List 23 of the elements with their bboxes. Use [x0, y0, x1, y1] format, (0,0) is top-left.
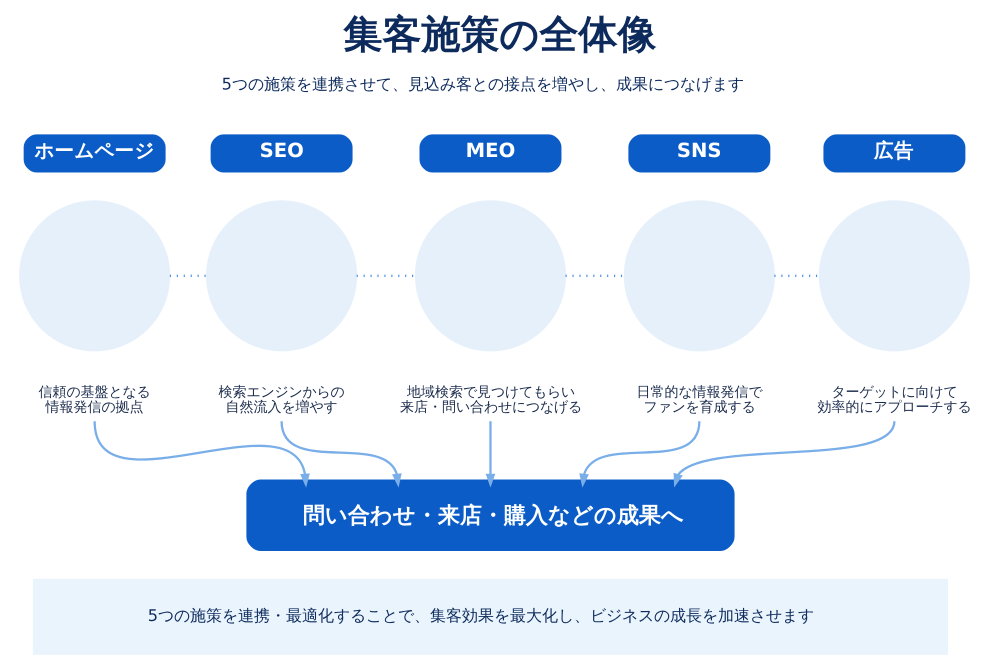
node-circle: [624, 200, 775, 352]
node-circle: [818, 200, 970, 352]
node-text: 地域検索で見つけてもらい来店・問い合わせにつなげる: [400, 384, 582, 416]
node-text: 信頼の基盤となる情報発信の拠点: [38, 384, 151, 416]
label: 5つの施策を連携させて、見込み客との接点を増やし、成果につなげます: [222, 74, 744, 94]
node-box: SNS: [628, 134, 770, 172]
arrow: [94, 420, 310, 488]
node-box: 問い合わせ・来店・購入などの成果へ: [246, 480, 735, 552]
node-box: SEO: [210, 134, 353, 172]
diagram-title: 集客施策の全体像: [344, 12, 657, 58]
node-box: 広告: [823, 134, 966, 172]
node-text: 日常的な情報発信でファンを育成する: [636, 384, 762, 416]
node-circle: [206, 200, 358, 352]
node-circle: [414, 200, 566, 352]
node-circle: [19, 200, 170, 352]
node-box: MEO: [420, 134, 562, 172]
node-text: 検索エンジンからの自然流入を増やす: [218, 384, 345, 416]
arrow: [579, 421, 700, 488]
arrow: [280, 421, 402, 488]
arrow: [674, 420, 896, 488]
node-text: ターゲットに向けて効率的にアプローチする: [818, 384, 972, 416]
node-box: ホームページ: [24, 134, 166, 172]
arrow: [486, 421, 496, 488]
